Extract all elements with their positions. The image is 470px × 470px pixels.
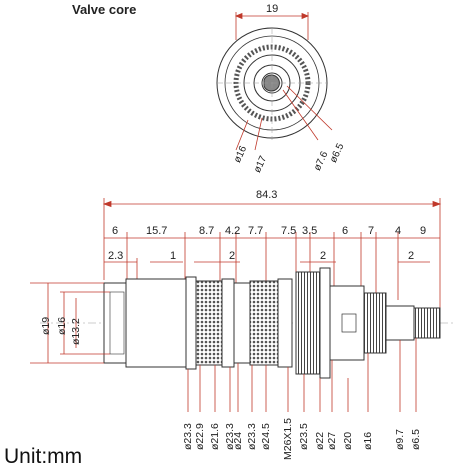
overall-dimension: [102, 198, 442, 320]
segment-label-6: 3.5: [302, 225, 318, 237]
bottom-dia-0: ø23.3: [182, 423, 194, 450]
stem-tip: [413, 307, 441, 339]
segment-label-10: 9: [420, 225, 427, 237]
top-width-dimension: [234, 12, 310, 40]
segment-label-8: 7: [368, 225, 375, 237]
o-ring-3: [277, 278, 293, 368]
sub-dim-2-3: 2.3: [108, 250, 124, 262]
bottom-leaders: [187, 338, 417, 412]
top-leaders: [235, 85, 333, 151]
left-cap: [103, 282, 127, 364]
knurl-2: [249, 280, 279, 366]
bottom-dia-9: ø22: [314, 431, 326, 450]
sub-dim-2b: 2: [320, 250, 327, 262]
neck: [329, 285, 365, 361]
spline-head: [363, 292, 387, 354]
segment-label-1: 15.7: [146, 225, 168, 237]
top-width-label: 19: [266, 3, 279, 15]
bottom-dia-8: ø23.5: [298, 423, 310, 450]
segment-label-4: 7.7: [248, 225, 264, 237]
left-diameter-lines: [30, 282, 110, 364]
mid-collar: [233, 282, 251, 364]
bottom-dia-4: ø24: [232, 431, 244, 450]
stem: [385, 305, 415, 341]
sub-dim-1: 1: [170, 250, 177, 262]
sub-dim-2c: 2: [408, 250, 415, 262]
segment-label-0: 6: [112, 225, 119, 237]
drawing-title: Valve core: [72, 2, 137, 17]
bottom-dia-10: ø27: [326, 431, 338, 450]
unit-label: Unit:mm: [4, 445, 83, 468]
bottom-dia-6: ø24.5: [260, 423, 272, 450]
segment-label-9: 4: [395, 225, 402, 237]
segment-label-5: 7.5: [281, 225, 297, 237]
o-ring-1: [185, 276, 197, 370]
top-view: [216, 27, 328, 140]
main-barrel: [125, 278, 187, 368]
thread-section: [295, 271, 321, 375]
bottom-dia-7: M26X1.5: [282, 417, 294, 460]
bottom-dia-11: ø20: [342, 431, 354, 450]
left-dia-19: ø19: [40, 316, 52, 335]
bottom-dia-14: ø6.5: [410, 428, 422, 450]
slot: [341, 313, 357, 333]
left-dia-16: ø16: [56, 316, 68, 335]
bottom-dia-5: ø23.3: [246, 423, 258, 450]
bottom-dia-12: ø16: [362, 431, 374, 450]
overall-length-label: 84.3: [256, 189, 278, 201]
sub-dim-2a: 2: [229, 250, 236, 262]
bottom-dia-2: ø21.6: [209, 423, 221, 450]
o-ring-2: [221, 278, 235, 368]
thread-flange: [319, 267, 331, 379]
valve-body: [103, 267, 441, 379]
segment-label-2: 8.7: [199, 225, 215, 237]
segment-label-7: 6: [342, 225, 349, 237]
left-dia-13-2: ø13.2: [70, 318, 82, 345]
bottom-dia-13: ø9.7: [394, 428, 406, 450]
bottom-dia-1: ø22.9: [194, 423, 206, 450]
left-cap-inner: [109, 291, 125, 355]
segment-label-3: 4.2: [225, 225, 241, 237]
knurl-1: [195, 280, 223, 366]
